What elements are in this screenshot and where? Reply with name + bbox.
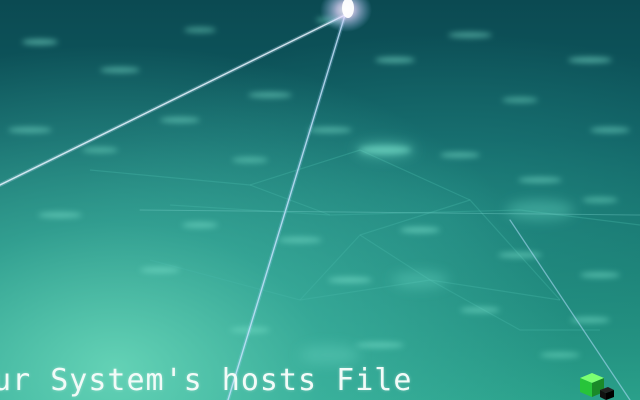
glow-nodes <box>300 142 574 365</box>
lens-flare <box>320 0 372 32</box>
light-beams <box>0 13 640 400</box>
video-caption: our System's hosts File <box>0 363 413 398</box>
glow-particles <box>8 17 630 358</box>
network-lines <box>89 149 640 331</box>
green-cube-icon <box>580 373 614 400</box>
